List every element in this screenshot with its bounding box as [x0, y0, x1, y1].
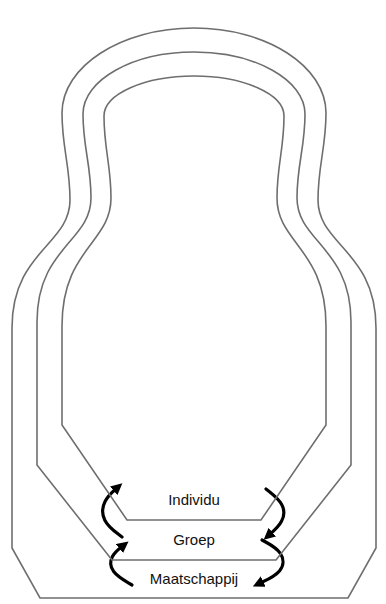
doll-layer: Individu: [62, 76, 326, 520]
doll-outline-path: [62, 76, 326, 520]
layer-label: Maatschappij: [150, 570, 238, 588]
layer-label: Individu: [168, 491, 220, 509]
doll-outline: [37, 52, 351, 560]
doll-outline-path: [12, 28, 376, 598]
doll-outline: [62, 76, 326, 520]
curved-arrow: [266, 489, 284, 536]
doll-outline-path: [37, 52, 351, 560]
curved-arrow: [111, 545, 132, 585]
layer-label: Groep: [173, 531, 215, 549]
doll-outline: [12, 28, 376, 598]
doll-layer: IndividuGroepMaatschappij: [12, 28, 376, 598]
curved-arrow: [103, 487, 122, 537]
doll-layer: IndividuGroep: [37, 52, 351, 560]
curved-arrow: [258, 540, 283, 584]
